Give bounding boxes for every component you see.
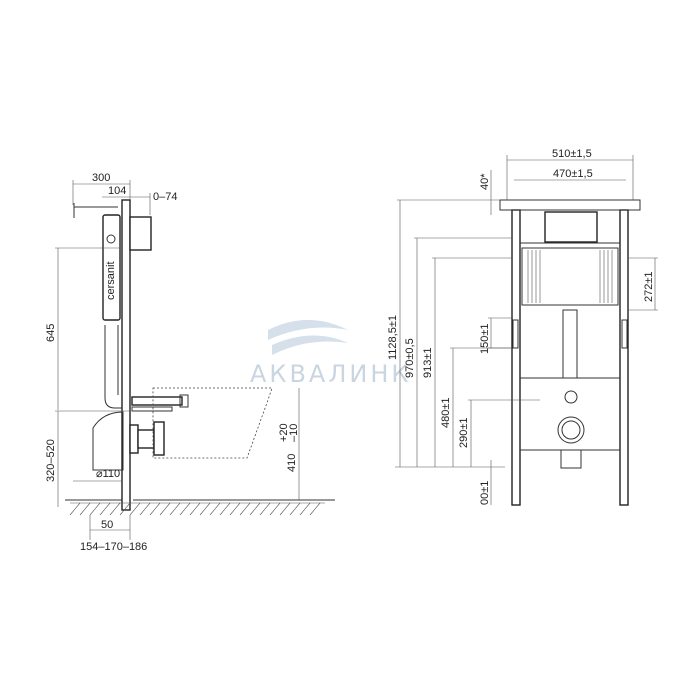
dim-minus-10: –10: [288, 424, 300, 442]
flush-plate: [129, 216, 152, 251]
top-rail: [499, 199, 641, 211]
drain-connector: [129, 424, 139, 454]
drain-elbow: [92, 411, 124, 471]
dim-150: 150±1: [479, 323, 491, 354]
dim-104: 104: [108, 185, 126, 197]
dim-154-170-186: 154–170–186: [80, 541, 147, 553]
dim-970: 970±0,5: [404, 338, 416, 378]
dim-plus-20: +20: [278, 423, 290, 442]
dim-110: ⌀110: [96, 468, 120, 480]
dim-1128: 1128,5±1: [387, 315, 399, 360]
water-inlet-front: [564, 390, 578, 404]
front-view: 510±1,5 470±1,5 40* 1128,5±1 970±0,5 913…: [387, 148, 658, 506]
dim-300: 300: [92, 172, 110, 184]
dim-290: 290±1: [458, 417, 470, 448]
dim-00: 00±1: [479, 481, 491, 505]
frame-post: [121, 199, 131, 511]
dim-410: 410: [286, 454, 298, 472]
watermark-text: АКВАЛИНК: [250, 360, 411, 388]
dim-480: 480±1: [440, 397, 452, 428]
left-post: [511, 209, 521, 506]
water-inlet: [131, 396, 183, 406]
dim-40: 40*: [479, 173, 491, 190]
floor-hatch: [69, 502, 325, 516]
dim-0-74: 0–74: [153, 191, 177, 203]
right-post: [619, 209, 629, 506]
flush-plate-front: [544, 211, 598, 243]
drain-outlet: [557, 416, 585, 444]
flush-pipe: [562, 309, 578, 379]
dim-645: 645: [45, 324, 57, 342]
cistern-front: [521, 247, 619, 306]
side-view: cersanit 300 104 0–74: [45, 172, 335, 553]
dim-320-520: 320–520: [45, 439, 57, 482]
dim-272: 272±1: [643, 271, 655, 302]
dim-510: 510±1,5: [552, 148, 592, 160]
brand-label: cersanit: [105, 261, 117, 300]
watermark-logo: АКВАЛИНК: [250, 320, 411, 388]
dim-470: 470±1,5: [553, 168, 593, 180]
dim-50: 50: [101, 519, 113, 531]
dim-913: 913±1: [422, 347, 434, 378]
